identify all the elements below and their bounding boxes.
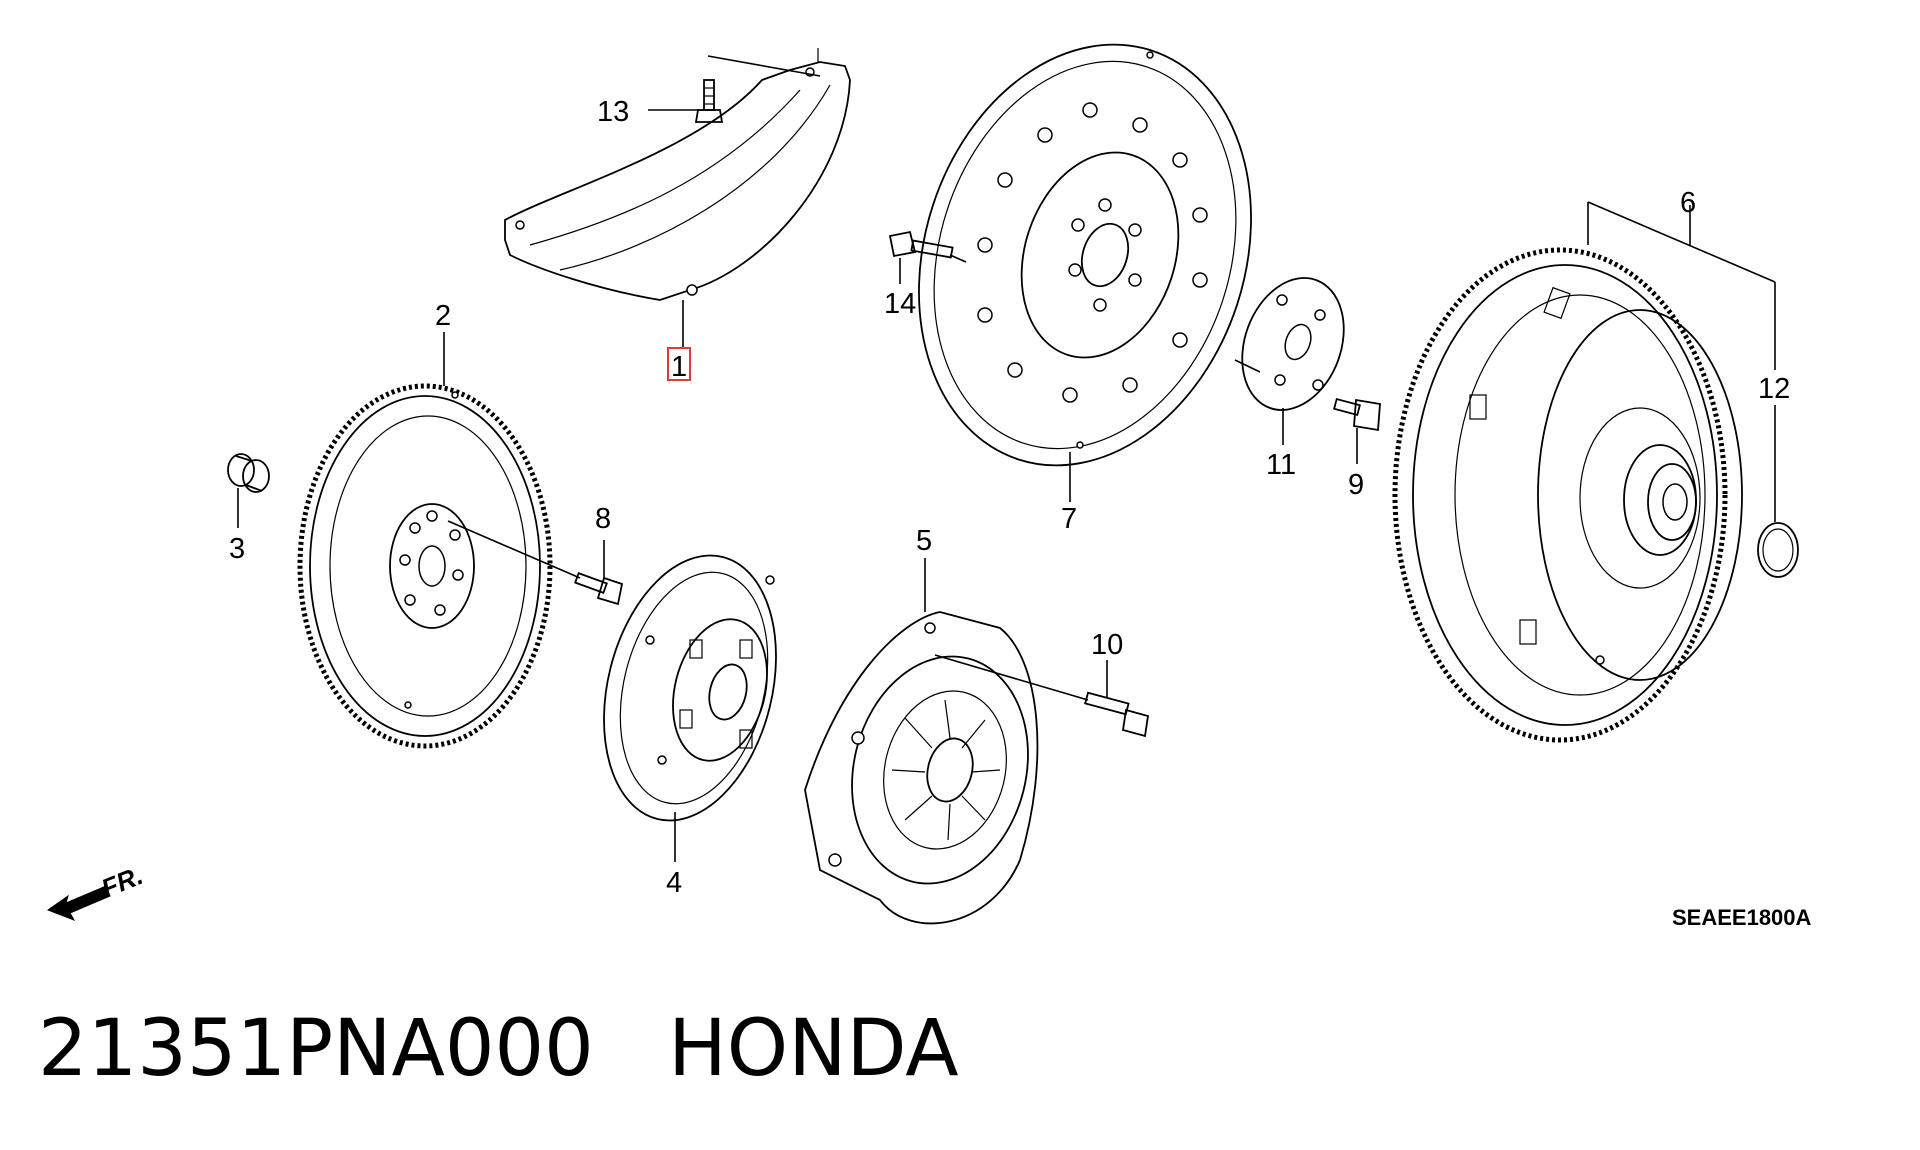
front-arrow-icon: [46, 885, 111, 921]
callout-14[interactable]: 14: [884, 288, 916, 320]
part-bolt-13: [694, 79, 724, 123]
brand-name: HONDA: [668, 1004, 959, 1094]
callout-7[interactable]: 7: [1061, 503, 1077, 535]
part-bolt-14: [888, 230, 954, 259]
callout-9[interactable]: 9: [1348, 469, 1364, 501]
callout-10[interactable]: 10: [1091, 629, 1123, 661]
part-pressure-plate: [804, 611, 1039, 925]
callout-1[interactable]: 1: [671, 351, 687, 383]
part-number-title: 21351PNA000 HONDA: [38, 1010, 959, 1088]
part-bolt-8: [574, 572, 624, 606]
leader-lines: [237, 55, 1776, 862]
part-washer-plate: [1241, 277, 1345, 411]
callout-3[interactable]: 3: [229, 533, 245, 565]
callout-11[interactable]: 11: [1266, 449, 1296, 481]
part-clutch-disc: [603, 554, 777, 822]
callout-4[interactable]: 4: [666, 867, 682, 899]
part-bolt-9: [1333, 397, 1381, 432]
part-dust-shield: [504, 48, 851, 301]
callout-13[interactable]: 13: [597, 96, 629, 128]
callout-1-highlight: [667, 347, 691, 381]
callout-8[interactable]: 8: [595, 503, 611, 535]
diagram-code: SEAEE1800A: [1672, 905, 1812, 930]
callout-2[interactable]: 2: [435, 300, 451, 332]
part-bolt-10: [1084, 691, 1150, 738]
part-flywheel: [297, 383, 553, 749]
part-drive-plate: [918, 43, 1252, 467]
callout-5[interactable]: 5: [916, 525, 932, 557]
callout-labels: 1 2 3 4 5 6 7 8 9 10 11 12 13 14: [229, 96, 1790, 899]
part-o-ring: [1757, 522, 1799, 578]
part-number: 21351PNA000: [38, 1004, 594, 1094]
callout-6[interactable]: 6: [1680, 187, 1696, 219]
front-indicator: FR.: [46, 860, 147, 921]
part-pilot-bushing: [227, 453, 270, 493]
callout-12[interactable]: 12: [1758, 373, 1790, 405]
part-torque-converter: [1392, 247, 1743, 743]
